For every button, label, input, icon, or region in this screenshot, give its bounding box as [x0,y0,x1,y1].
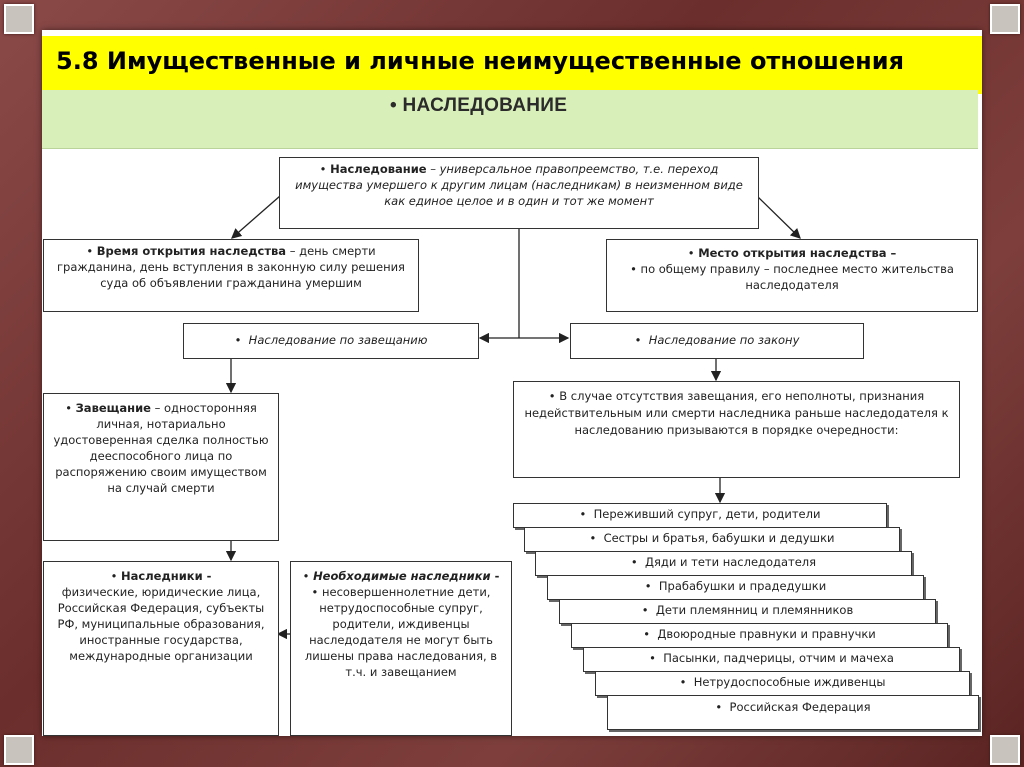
law-text: В случае отсутствия завещания, его непол… [524,389,949,437]
bullet: • [679,675,687,689]
slide-subtitle: • НАСЛЕДОВАНИЕ [390,95,568,116]
definition-term: Наследование [330,162,427,176]
queue-item-label: Дети племянниц и племянников [655,603,854,617]
bullet: • [110,569,118,583]
queue-item-3: • Дяди и тети наследодателя [535,551,912,576]
time-box: • Время открытия наследства – день смерт… [43,239,419,312]
arrow-to-place [756,195,801,239]
queue-item-label: Дяди и тети наследодателя [645,555,817,569]
time-text: – день смерти гражданина, день вступлени… [57,244,405,290]
bullet: • [630,262,637,276]
will-term: Завещание [75,401,151,415]
frame-corner-bottom-left [4,735,34,765]
queue-item-6: • Двоюродные правнуки и правнучки [571,623,948,648]
bullet: • [65,401,72,415]
place-box: • Место открытия наследства – • по общем… [606,239,978,312]
queue-item-label: Российская Федерация [729,700,871,714]
slide-title: 5.8 Имущественные и личные неимущественн… [56,47,904,75]
queue-item-label: Нетрудоспособные иждивенцы [693,675,886,689]
bullet: • [579,507,587,521]
bullet: • [630,555,638,569]
by-law-label: Наследование по закону [648,333,800,347]
mandatory-dash: - [490,569,500,583]
bullet: • [234,333,242,347]
arrow-to-time [231,195,281,239]
queue-item-2: • Сестры и братья, бабушки и дедушки [524,527,900,552]
queue-item-4: • Прабабушки и прадедушки [547,575,924,600]
heirs-term: Наследники - [121,569,212,583]
will-box: • Завещание – односторонняя личная, нота… [43,393,279,541]
frame-corner-top-right [990,4,1020,34]
queue-item-8: • Нетрудоспособные иждивенцы [595,671,970,696]
definition-box: • Наследование – универсальное правопрее… [279,157,759,229]
heirs-text: физические, юридические лица, Российская… [57,585,265,663]
queue-item-label: Пасынки, падчерицы, отчим и мачеха [663,651,894,665]
by-will-label: Наследование по завещанию [248,333,428,347]
heirs-box: • Наследники - физические, юридические л… [43,561,279,736]
queue-item-1: • Переживший супруг, дети, родители [513,503,887,528]
bullet: • [634,333,642,347]
bullet: • [311,585,319,599]
mandatory-term: Необходимые наследники [313,569,491,583]
bullet: • [649,651,656,665]
bullet: • [643,627,651,641]
bullet: • [589,531,597,545]
place-text: по общему правилу – последнее место жите… [640,262,954,292]
queue-item-5: • Дети племянниц и племянников [559,599,936,624]
bullet: • [644,579,652,593]
queue-item-7: • Пасынки, падчерицы, отчим и мачеха [583,647,960,672]
bullet: • [302,569,310,583]
will-text: – односторонняя личная, нотариально удос… [53,401,269,495]
queue-item-label: Двоюродные правнуки и правнучки [657,627,876,641]
mandatory-heirs-box: • Необходимые наследники - • несовершенн… [290,561,512,736]
law-text-box: • В случае отсутствия завещания, его неп… [513,381,960,478]
by-will-box: • Наследование по завещанию [183,323,479,359]
bullet: • [641,603,649,617]
title-bar: 5.8 Имущественные и личные неимущественн… [42,36,982,94]
frame-corner-bottom-right [990,735,1020,765]
bullet: • [687,246,695,260]
by-law-box: • Наследование по закону [570,323,864,359]
time-term: Время открытия наследства [96,244,287,258]
mandatory-text: несовершеннолетние дети, нетрудоспособны… [304,585,498,679]
bullet: • [86,244,94,258]
bullet: • [319,162,327,176]
queue-item-label: Сестры и братья, бабушки и дедушки [603,531,835,545]
place-term: Место открытия наследства [698,246,887,260]
place-dash: – [886,246,897,260]
bullet: • [548,389,556,403]
subtitle-band: • НАСЛЕДОВАНИЕ [42,90,978,149]
queue-item-label: Переживший супруг, дети, родители [593,507,821,521]
definition-text: – универсальное правопреемство, т.е. пер… [295,162,743,208]
queue-item-label: Прабабушки и прадедушки [658,579,827,593]
frame-corner-top-left [4,4,34,34]
queue-item-9: • Российская Федерация [607,695,979,730]
bullet: • [715,700,723,714]
